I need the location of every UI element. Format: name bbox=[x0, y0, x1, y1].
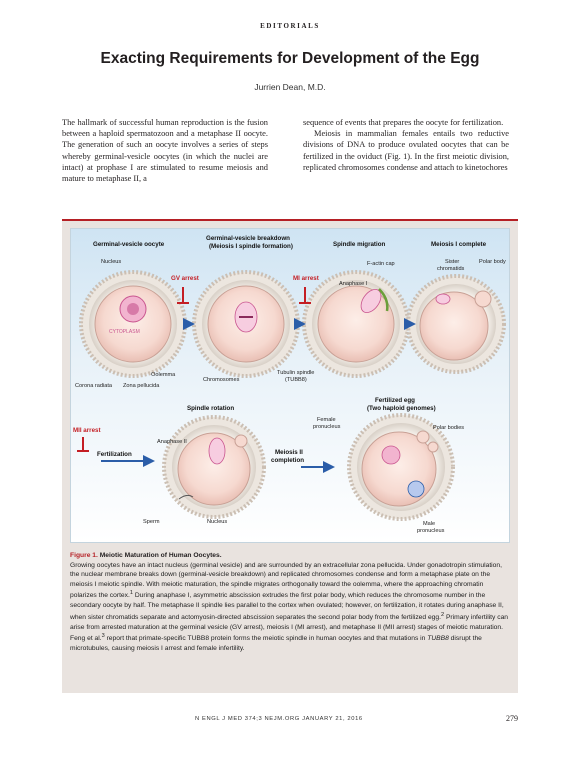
caption-title: Figure 1. Meiotic Maturation of Human Oo… bbox=[70, 551, 510, 561]
fertilized-egg-cell bbox=[347, 413, 455, 521]
label-oolemma: Oolemma bbox=[151, 372, 176, 378]
label-spindle-rotation: Spindle rotation bbox=[187, 405, 235, 412]
label-gvbd: Germinal-vesicle breakdown bbox=[206, 235, 290, 242]
caption-text: During anaphase I, asymmetric abscission… bbox=[70, 592, 504, 622]
label-nucleus-2: Nucleus bbox=[207, 519, 228, 525]
label-tubulin-spindle: Tubulin spindle bbox=[277, 370, 315, 376]
caption-ref: 3 bbox=[101, 633, 105, 640]
article-title: Exacting Requirements for Development of… bbox=[100, 50, 480, 67]
label-anaphase-2: Anaphase II bbox=[157, 439, 187, 445]
oocyte-diagram bbox=[77, 270, 506, 521]
caption-text: report that primate-specific TUBB8 prote… bbox=[104, 635, 428, 643]
label-gv-oocyte: Germinal-vesicle oocyte bbox=[93, 241, 165, 248]
label-gv-arrest: GV arrest bbox=[171, 275, 199, 282]
caption-title-text: Meiotic Maturation of Human Oocytes. bbox=[99, 552, 222, 559]
figure-illustration: Germinal-vesicle oocyte Germinal-vesicle… bbox=[70, 228, 510, 543]
label-anaphase-1: Anaphase I bbox=[339, 281, 368, 287]
label-nucleus: Nucleus bbox=[101, 259, 122, 265]
caption-text: disrupt the microtubules, causing meiosi… bbox=[70, 635, 482, 653]
body-column-left: The hallmark of successful human reprodu… bbox=[62, 117, 268, 184]
figure-1: Germinal-vesicle oocyte Germinal-vesicle… bbox=[62, 219, 518, 693]
paragraph: The hallmark of successful human reprodu… bbox=[62, 118, 268, 184]
figure-caption: Figure 1. Meiotic Maturation of Human Oo… bbox=[70, 551, 510, 654]
label-mii-arrest: MII arrest bbox=[73, 427, 101, 434]
label-fertilized-egg: Fertilized egg bbox=[375, 397, 415, 404]
caption-ref: 2 bbox=[440, 611, 445, 618]
label-gvbd-sub: (Meiosis I spindle formation) bbox=[209, 243, 293, 250]
label-meiosis1-complete: Meiosis I complete bbox=[431, 241, 487, 248]
paragraph: sequence of events that prepares the ooc… bbox=[303, 118, 504, 127]
footer-citation: N ENGL J MED 374;3 NEJM.ORG JANUARY 21, … bbox=[195, 716, 363, 722]
label-zona-pellucida: Zona pellucida bbox=[123, 383, 160, 389]
caption-text: Primary infertility can arise from arres… bbox=[70, 614, 509, 643]
label-meiosis2-sub: completion bbox=[271, 457, 305, 464]
label-sperm: Sperm bbox=[143, 519, 160, 525]
label-fertilization: Fertilization bbox=[97, 451, 132, 458]
caption-body: Growing oocytes have an intact nucleus (… bbox=[70, 561, 510, 654]
label-sister: Sister bbox=[445, 259, 460, 265]
section-label: EDITORIALS bbox=[260, 22, 320, 30]
gv-oocyte-cell bbox=[79, 270, 187, 378]
caption-text: Growing oocytes have an intact nucleus (… bbox=[70, 561, 502, 600]
caption-gene: TUBB8 bbox=[427, 635, 449, 643]
spindle-migration-cell bbox=[302, 270, 410, 378]
mi-arrest-marker bbox=[299, 287, 311, 304]
caption-ref: 1 bbox=[129, 590, 133, 597]
author-name: Jurrien Dean, M.D. bbox=[254, 82, 326, 92]
label-corona-radiata: Corona radiata bbox=[75, 383, 113, 389]
paragraph: Meiosis in mammalian females entails two… bbox=[303, 129, 509, 172]
page-number: 279 bbox=[506, 714, 518, 723]
label-sister-chromatids: chromatids bbox=[437, 266, 465, 272]
mii-arrest-marker bbox=[77, 437, 89, 452]
label-female: Female bbox=[317, 417, 336, 423]
spindle-rotation-cell bbox=[162, 415, 266, 519]
label-chromosomes: Chromosomes bbox=[203, 377, 240, 383]
label-f-actin-cap: F-actin cap bbox=[367, 261, 395, 267]
label-tubulin-sub: (TUBB8) bbox=[285, 377, 307, 383]
body-column-right: sequence of events that prepares the ooc… bbox=[303, 117, 509, 173]
label-meiosis2: Meiosis II bbox=[275, 449, 303, 456]
label-spindle-migration: Spindle migration bbox=[333, 241, 386, 248]
figure-number: Figure 1. bbox=[70, 552, 98, 559]
gv-arrest-marker bbox=[177, 287, 189, 304]
label-cytoplasm: CYTOPLASM bbox=[109, 329, 140, 335]
label-polar-body: Polar body bbox=[479, 259, 506, 265]
label-fertilized-sub: (Two haploid genomes) bbox=[367, 405, 436, 412]
meiosis1-complete-cell bbox=[406, 274, 506, 374]
label-female-pronucleus: pronucleus bbox=[313, 424, 341, 430]
gvbd-cell bbox=[192, 270, 300, 378]
label-mi-arrest: MI arrest bbox=[293, 275, 319, 282]
label-polar-bodies: Polar bodies bbox=[433, 425, 465, 431]
label-male-pronucleus: pronucleus bbox=[417, 528, 445, 534]
label-male: Male bbox=[423, 521, 436, 527]
